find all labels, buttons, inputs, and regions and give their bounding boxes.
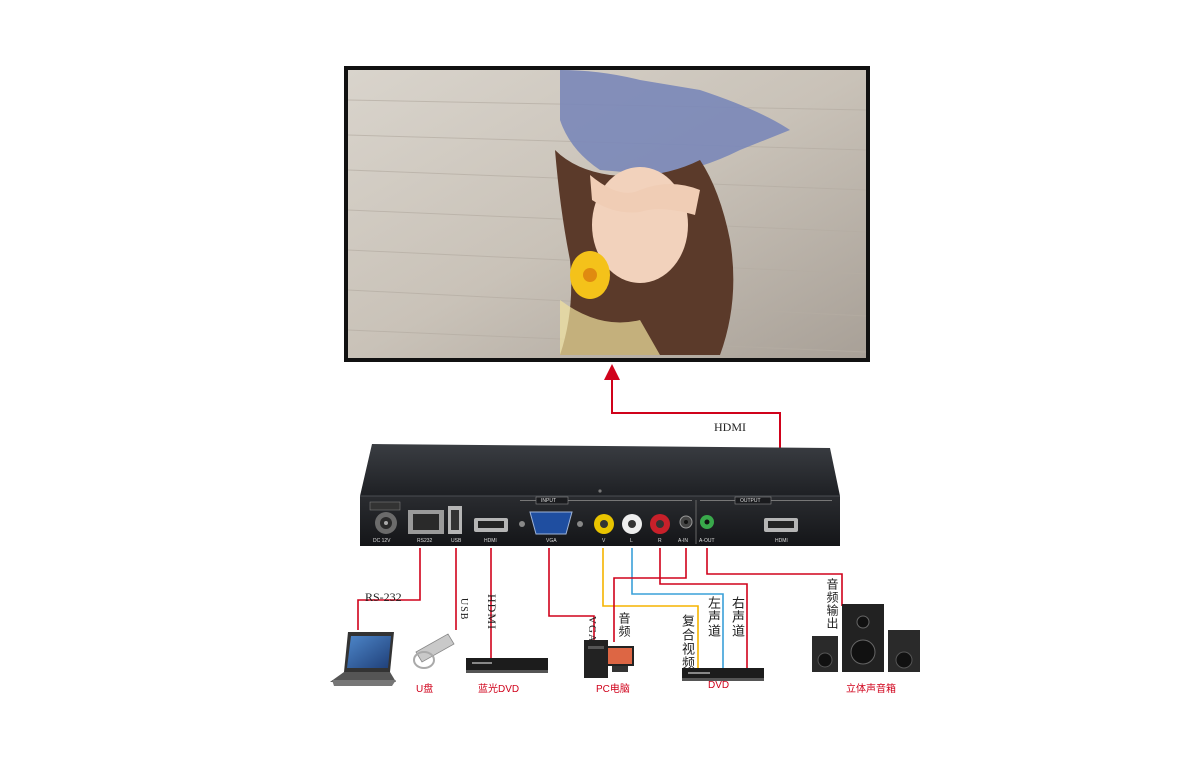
audio-output-cable (706, 548, 843, 606)
right-audio-cable (659, 548, 748, 668)
panel-label-aout: A-OUT (699, 538, 715, 544)
cable-label-left: 左声道 (706, 596, 721, 638)
dvd-player (682, 668, 764, 681)
cable-label-hdmi-in: HDMI (485, 594, 499, 630)
rs232-cable (357, 548, 421, 630)
panel-label-rs232: RS232 (417, 538, 433, 544)
device-label-bluray: 蓝光DVD (478, 684, 520, 695)
photo-figure (555, 70, 790, 355)
left-audio-cable (631, 548, 724, 668)
panel-label-ain: A-IN (678, 538, 688, 544)
panel-label-usb: USB (451, 538, 462, 544)
panel-label-l: L (630, 538, 633, 544)
cable-label-composite: 复合视频 (680, 614, 695, 670)
cable-label-usb: USB (458, 598, 469, 621)
stereo-speakers (812, 604, 920, 672)
device-label-dvd: DVD (708, 680, 730, 691)
cable-label-pc-audio: 音频 (617, 612, 631, 638)
cable-label-vga: VGA (586, 616, 598, 643)
bluray-player (466, 658, 548, 673)
device-label-pc: PC电脑 (596, 684, 630, 695)
panel-label-dc: DC 12V (373, 538, 391, 544)
display-screen (344, 66, 870, 362)
media-player-box (360, 444, 840, 546)
panel-label-output: OUTPUT (740, 498, 761, 504)
panel-label-v: V (602, 538, 606, 544)
input-cables (357, 548, 843, 668)
device-label-speakers: 立体声音箱 (846, 684, 896, 695)
cable-label-right: 右声道 (730, 596, 745, 638)
panel-label-hdmi-in: HDMI (484, 538, 497, 544)
cable-label-hdmi-out: HDMI (714, 420, 746, 434)
panel-label-hdmi-out: HDMI (775, 538, 788, 544)
panel-label-r: R (658, 538, 662, 544)
panel-label-vga: VGA (546, 538, 557, 544)
pc-audio-cable (613, 548, 687, 642)
vga-cable (548, 548, 595, 642)
pc-computer (584, 640, 634, 678)
usb-drive (413, 633, 455, 669)
composite-cable (602, 548, 699, 668)
cable-label-audio-out: 音频输出 (825, 578, 839, 630)
panel-label-input: INPUT (541, 498, 556, 504)
laptop (330, 632, 396, 686)
cable-label-rs232: RS-232 (365, 590, 402, 604)
device-label-usb-disk: U盘 (416, 684, 434, 695)
